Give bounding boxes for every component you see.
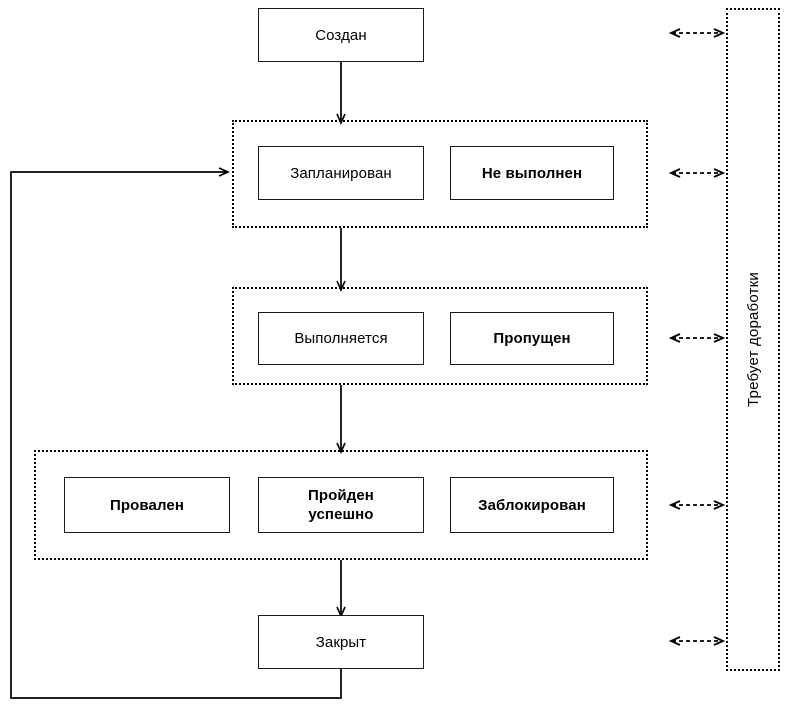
state-label-passed: Пройден успешно — [308, 487, 374, 523]
state-label-skipped: Пропущен — [493, 330, 571, 347]
state-label-blocked: Заблокирован — [478, 496, 586, 514]
state-box-not-executed[interactable]: Не выполнен — [450, 146, 614, 200]
group-results-stage — [34, 450, 648, 560]
state-box-created[interactable]: Создан — [258, 8, 424, 62]
state-box-skipped[interactable]: Пропущен — [450, 312, 614, 365]
state-box-closed[interactable]: Закрыт — [258, 615, 424, 669]
state-label-rework-required: Требует доработки — [744, 272, 762, 407]
state-label-created: Создан — [315, 26, 367, 44]
group-planned-stage — [232, 120, 648, 228]
state-box-passed[interactable]: Пройден успешно — [258, 477, 424, 533]
state-box-blocked[interactable]: Заблокирован — [450, 477, 614, 533]
state-box-planned[interactable]: Запланирован — [258, 146, 424, 200]
arrow-closed-to-planned-loop — [10, 167, 342, 699]
state-label-in-progress: Выполняется — [294, 330, 388, 347]
state-label-not-executed: Не выполнен — [481, 164, 583, 182]
state-label-failed: Провален — [109, 496, 184, 514]
state-label-planned: Запланирован — [290, 164, 392, 182]
state-box-in-progress[interactable]: Выполняется — [258, 312, 424, 365]
group-execution-stage — [232, 287, 648, 385]
state-label-closed: Закрыт — [315, 633, 367, 651]
state-box-rework-required[interactable]: Требует доработки — [726, 8, 780, 671]
state-box-failed[interactable]: Провален — [64, 477, 230, 533]
